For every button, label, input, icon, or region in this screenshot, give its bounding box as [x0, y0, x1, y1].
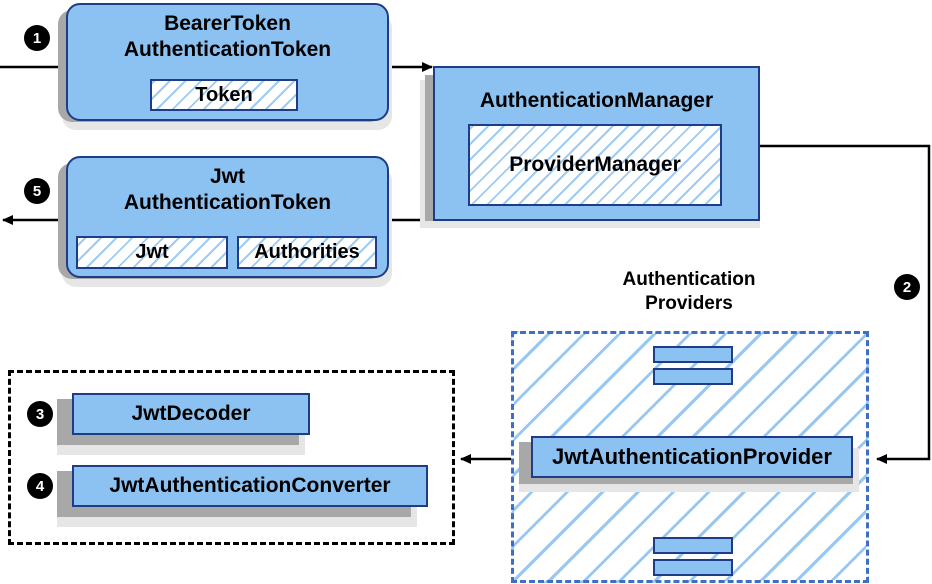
provider-bar-bottom-2: [653, 559, 733, 576]
provider-bar-bottom-1: [653, 537, 733, 554]
jwt-authentication-provider-node[interactable]: JwtAuthenticationProvider: [531, 436, 853, 478]
step-badge-4: 4: [27, 473, 53, 499]
jwt-token-title: Jwt AuthenticationToken: [124, 164, 331, 216]
authentication-manager-title: AuthenticationManager: [479, 89, 714, 112]
token-slot[interactable]: Token: [150, 79, 298, 111]
jwt-token-title-line1: Jwt: [209, 165, 245, 188]
jwt-token-title-line2: AuthenticationToken: [123, 191, 332, 214]
providers-caption: Authentication Providers: [560, 268, 818, 316]
providers-caption-line2: Providers: [645, 293, 733, 314]
provider-bar-top-2: [653, 368, 733, 385]
bearer-token-title-line1: BearerToken: [164, 12, 291, 35]
authorities-slot[interactable]: Authorities: [237, 236, 377, 269]
step-badge-2: 2: [894, 274, 920, 300]
provider-bar-top-1: [653, 346, 733, 363]
jwt-slot[interactable]: Jwt: [76, 236, 228, 269]
bearer-token-title: BearerToken AuthenticationToken: [124, 11, 331, 63]
jwt-decoder-node[interactable]: JwtDecoder: [72, 393, 310, 435]
step-badge-1: 1: [24, 25, 50, 51]
step-badge-5: 5: [24, 178, 50, 204]
step-badge-3: 3: [27, 401, 53, 427]
providers-caption-line1: Authentication: [622, 269, 756, 290]
provider-manager-slot[interactable]: ProviderManager: [468, 124, 722, 206]
bearer-token-title-line2: AuthenticationToken: [123, 38, 332, 61]
jwt-authentication-converter-node[interactable]: JwtAuthenticationConverter: [72, 465, 428, 507]
arrow-manager-to-provider: [760, 144, 931, 464]
